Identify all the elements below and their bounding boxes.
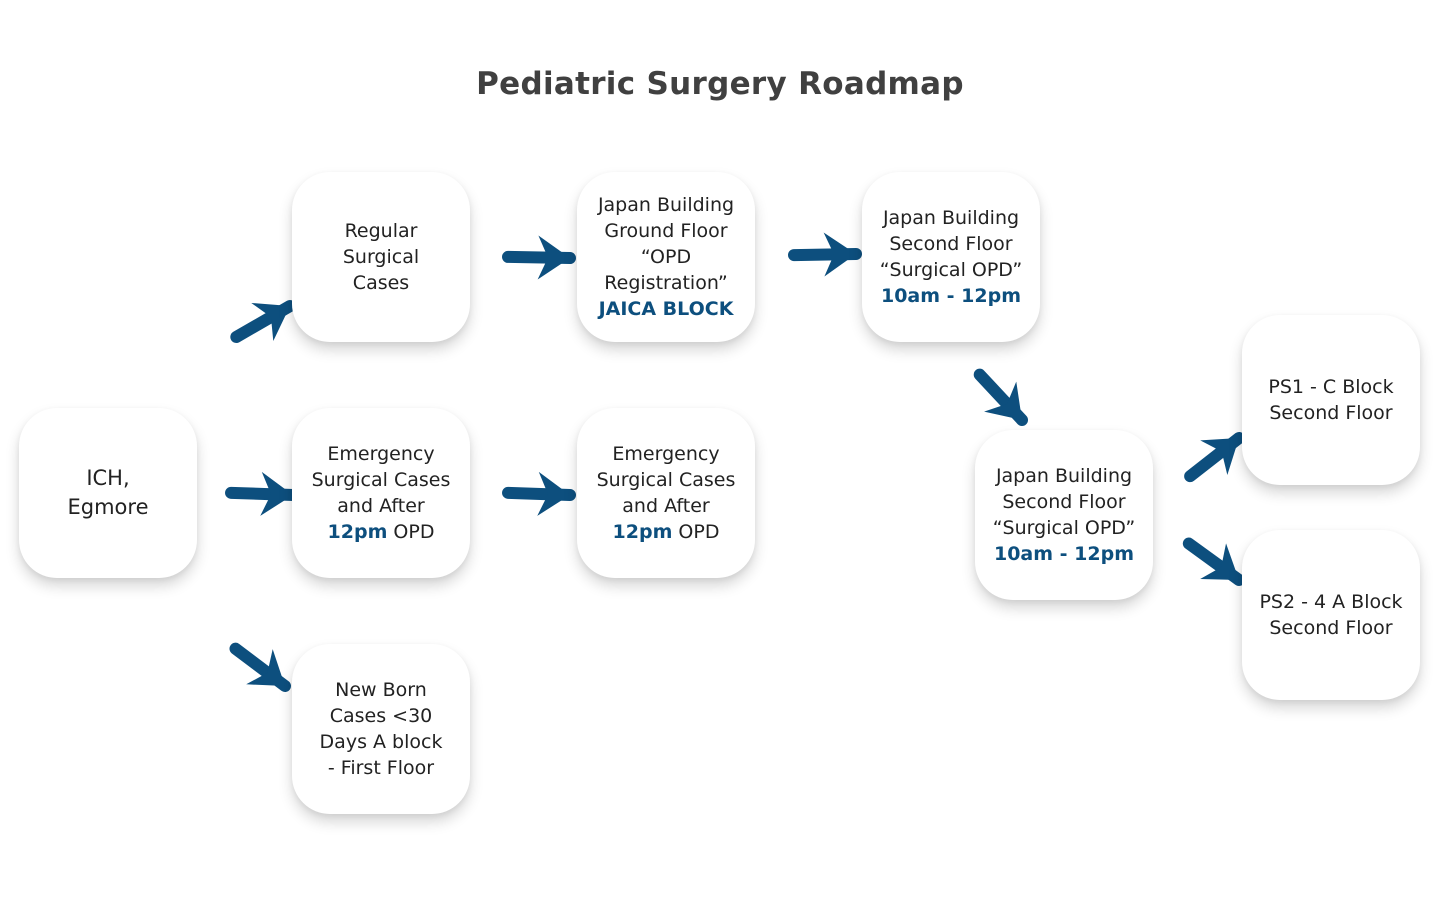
- node-ich-egmore: ICH, Egmore: [19, 408, 197, 578]
- node-new-born-cases: New Born Cases <30 Days A block - First …: [292, 644, 470, 814]
- arrow-regular-to-japan-ground: [508, 235, 571, 280]
- node-emergency-surgical-2: Emergency Surgical Cases and After 12pm …: [577, 408, 755, 578]
- node-ps2-4a-block: PS2 - 4 A Block Second Floor: [1242, 530, 1420, 700]
- arrow-japan-ground-to-second: [794, 232, 857, 277]
- node-emergency-surgical-1: Emergency Surgical Cases and After 12pm …: [292, 408, 470, 578]
- arrow-ich-to-emergency: [230, 471, 293, 517]
- arrow-ich-to-regular: [225, 287, 301, 356]
- time-highlight: 10am - 12pm: [993, 543, 1134, 565]
- arrow-japan-second-down: [964, 360, 1038, 435]
- arrow-to-ps2: [1176, 526, 1252, 598]
- time-highlight: 12pm: [327, 521, 388, 543]
- arrow-emergency-to-emergency: [507, 471, 570, 517]
- block-highlight: JAICA BLOCK: [598, 298, 734, 320]
- node-regular-surgical-cases: Regular Surgical Cases: [292, 172, 470, 342]
- node-japan-ground-floor: Japan Building Ground Floor “OPD Registr…: [577, 172, 755, 342]
- node-japan-second-floor-1: Japan Building Second Floor “Surgical OP…: [862, 172, 1040, 342]
- node-japan-second-floor-2: Japan Building Second Floor “Surgical OP…: [975, 430, 1153, 600]
- diagram-title: Pediatric Surgery Roadmap: [476, 66, 964, 102]
- time-highlight: 10am - 12pm: [880, 285, 1021, 307]
- arrow-ich-to-newborn: [222, 631, 298, 703]
- time-highlight: 12pm: [612, 521, 673, 543]
- node-ps1-c-block: PS1 - C Block Second Floor: [1242, 315, 1420, 485]
